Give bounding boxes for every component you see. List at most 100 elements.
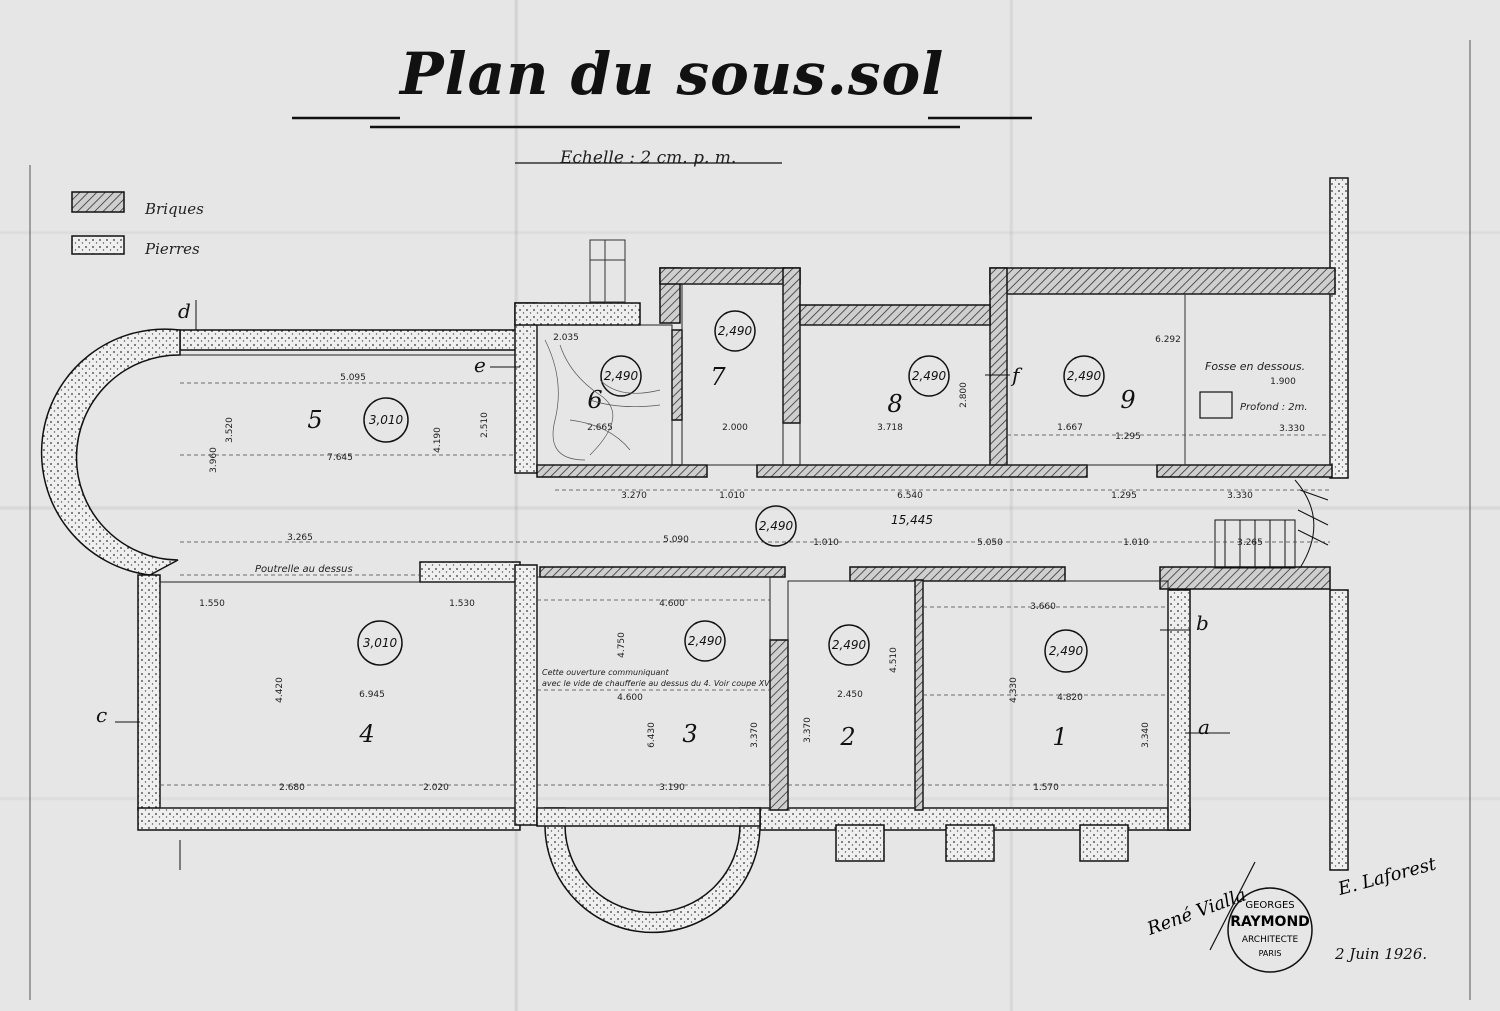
svg-text:2.800: 2.800 (959, 382, 969, 408)
svg-text:1.550: 1.550 (199, 599, 225, 609)
title-underline (292, 116, 1032, 164)
profond-note: Profond : 2m. (1240, 402, 1308, 413)
svg-text:PARIS: PARIS (1259, 949, 1282, 958)
room-8-height: 2,490 (912, 369, 947, 383)
svg-text:4.190: 4.190 (433, 427, 443, 453)
svg-text:2.000: 2.000 (722, 423, 748, 433)
room-4-number: 4 (358, 720, 374, 748)
room-6-height: 2,490 (604, 369, 639, 383)
section-c: c (96, 703, 107, 727)
fosse-box (1199, 391, 1233, 419)
svg-text:4.420: 4.420 (275, 677, 285, 703)
room-7-height: 2,490 (718, 324, 753, 338)
svg-text:3.340: 3.340 (1141, 722, 1151, 748)
svg-text:2.450: 2.450 (837, 690, 863, 700)
room-height-values: 2,490 2,490 2,490 3,010 3,010 2,490 2,49… (363, 324, 1102, 658)
svg-text:7.645: 7.645 (327, 453, 353, 463)
room-6-number: 6 (587, 386, 602, 414)
upper-shaft (589, 239, 626, 303)
section-d: d (178, 299, 191, 323)
svg-text:1.530: 1.530 (449, 599, 475, 609)
room-4-height: 3,010 (363, 636, 398, 650)
legend-briques-swatch (71, 191, 125, 213)
legend-pierres-label: Pierres (145, 240, 200, 258)
svg-text:3.265: 3.265 (287, 533, 313, 543)
svg-text:4.600: 4.600 (617, 693, 643, 703)
architect-stamp: GEORGES RAYMOND ARCHITECTE PARIS (1227, 887, 1313, 973)
svg-text:4.820: 4.820 (1057, 693, 1083, 703)
section-e: e (474, 353, 486, 377)
svg-text:3.370: 3.370 (750, 722, 760, 748)
room-7-number: 7 (710, 363, 726, 391)
svg-text:GEORGES: GEORGES (1245, 900, 1294, 911)
svg-text:1.900: 1.900 (1270, 377, 1296, 387)
svg-text:6.540: 6.540 (897, 491, 923, 501)
room-numbers: 1 2 3 4 5 6 7 8 9 (307, 363, 1135, 751)
svg-text:4.510: 4.510 (889, 647, 899, 673)
room-heights (357, 310, 1105, 673)
svg-text:1.667: 1.667 (1057, 423, 1083, 433)
ouverture-note-2: avec le vide de chaufferie au dessus du … (542, 679, 770, 688)
room-8-number: 8 (887, 390, 902, 418)
room-2-height: 2,490 (832, 638, 867, 652)
legend-pierres-swatch (71, 235, 125, 255)
svg-text:6.292: 6.292 (1155, 335, 1181, 345)
stone-walls (40, 177, 1349, 934)
svg-text:6.430: 6.430 (647, 722, 657, 748)
svg-text:1.010: 1.010 (1123, 538, 1149, 548)
annotations: Fosse en dessous. Profond : 2m. Poutrell… (255, 360, 1308, 688)
svg-text:3.520: 3.520 (225, 417, 235, 443)
svg-text:6.945: 6.945 (359, 690, 385, 700)
room-6-scribbles (544, 339, 661, 461)
section-b: b (1196, 611, 1209, 635)
svg-text:1.295: 1.295 (1111, 491, 1137, 501)
svg-text:3.330: 3.330 (1227, 491, 1253, 501)
room-9-number: 9 (1120, 386, 1135, 414)
staircase (1214, 479, 1329, 569)
section-a: a (1198, 715, 1210, 739)
signature-right: E. Laforest (1335, 853, 1439, 900)
room-9-height: 2,490 (1067, 369, 1102, 383)
svg-text:1.295: 1.295 (1115, 432, 1141, 442)
signature-left: René Vialla (1144, 885, 1249, 941)
section-f: f (1010, 363, 1023, 387)
svg-text:3.960: 3.960 (209, 447, 219, 473)
fosse-note: Fosse en dessous. (1205, 360, 1305, 373)
corridor-height: 2,490 (759, 519, 794, 533)
svg-text:4.330: 4.330 (1009, 677, 1019, 703)
svg-text:4.750: 4.750 (617, 632, 627, 658)
svg-text:3.270: 3.270 (621, 491, 647, 501)
room-outlines (159, 283, 1331, 809)
ouverture-note-1: Cette ouverture communiquant (542, 668, 669, 677)
room-3-number: 3 (682, 720, 697, 748)
poutrelle-note: Poutrelle au dessus (255, 564, 353, 575)
svg-text:3.330: 3.330 (1279, 424, 1305, 434)
legend-briques-label: Briques (145, 200, 204, 218)
room-5-height: 3,010 (369, 413, 404, 427)
svg-text:ARCHITECTE: ARCHITECTE (1242, 935, 1299, 945)
svg-text:3.718: 3.718 (877, 423, 903, 433)
corridor-length: 15,445 (891, 513, 933, 527)
svg-text:3.190: 3.190 (659, 783, 685, 793)
svg-text:RAYMOND: RAYMOND (1230, 914, 1310, 930)
svg-text:2.510: 2.510 (480, 412, 490, 438)
svg-text:3.660: 3.660 (1030, 602, 1056, 612)
svg-text:1.570: 1.570 (1033, 783, 1059, 793)
svg-text:5.095: 5.095 (340, 373, 366, 383)
room-1-number: 1 (1052, 723, 1067, 751)
svg-text:1.010: 1.010 (719, 491, 745, 501)
room-5-number: 5 (307, 406, 322, 434)
svg-text:2.020: 2.020 (423, 783, 449, 793)
room-3-height: 2,490 (688, 634, 723, 648)
drawing-date: 2 Juin 1926. (1335, 945, 1428, 963)
svg-text:3.265: 3.265 (1237, 538, 1263, 548)
svg-text:3.370: 3.370 (803, 717, 813, 743)
room-2-number: 2 (839, 723, 855, 751)
svg-text:1.010: 1.010 (813, 538, 839, 548)
svg-text:5.050: 5.050 (977, 538, 1003, 548)
svg-text:2.035: 2.035 (553, 333, 579, 343)
plan-title: Plan du sous.sol (400, 40, 945, 108)
svg-text:5.090: 5.090 (663, 535, 689, 545)
